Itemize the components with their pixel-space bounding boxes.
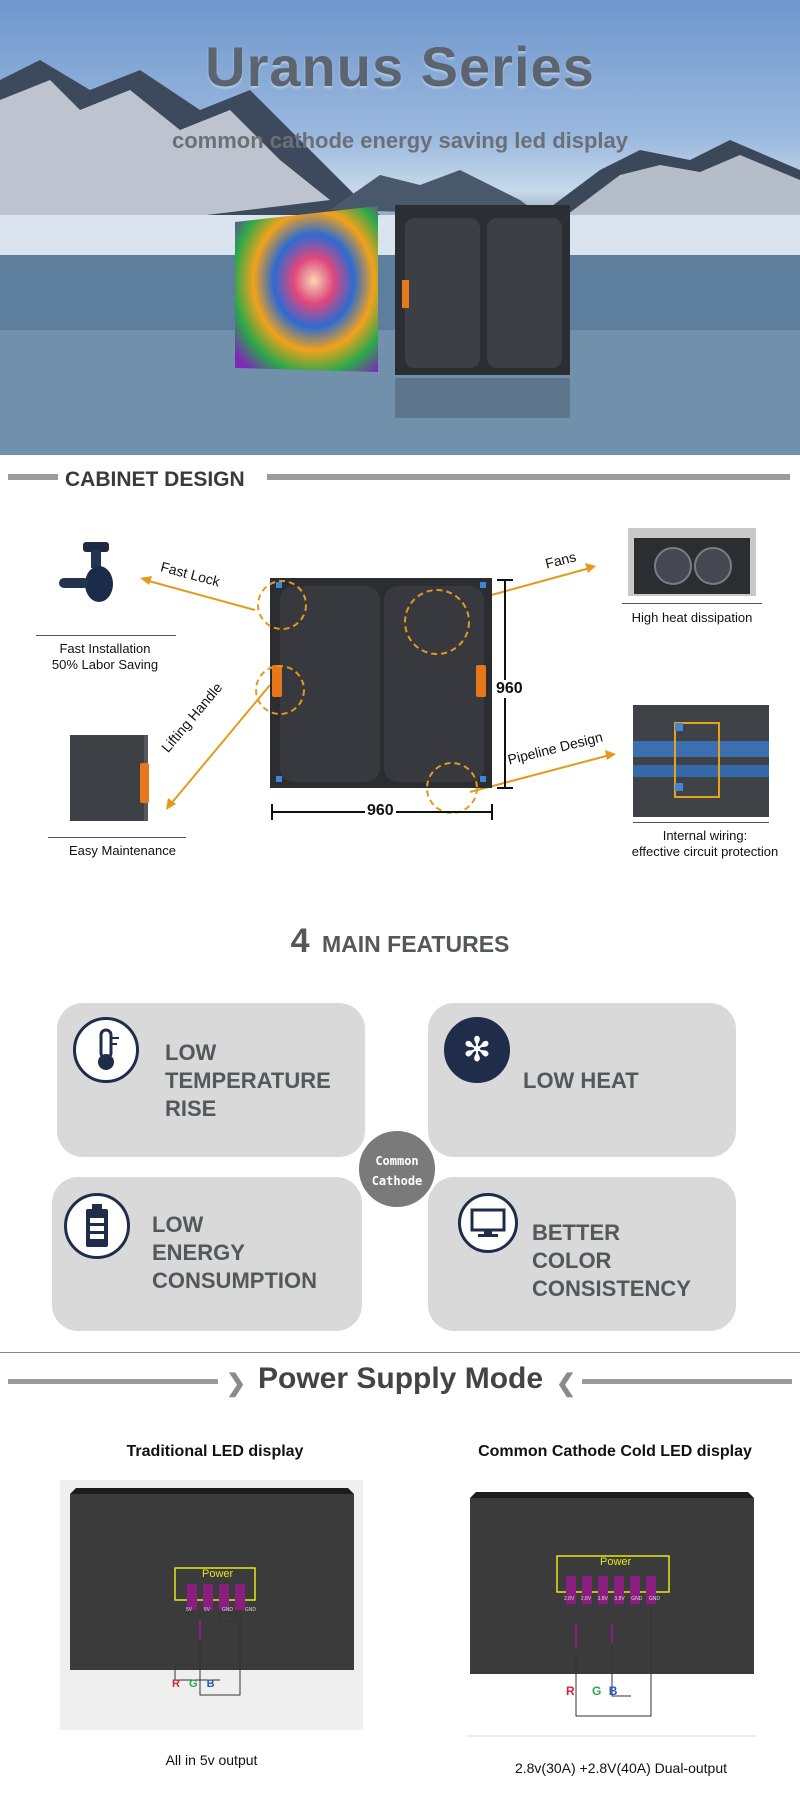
feature-text-low-heat: LOW HEAT <box>523 1068 639 1093</box>
fast-install-caption-1: Fast Installation <box>59 641 151 656</box>
fast-install-underline <box>36 635 176 636</box>
common-cathode-caption: 2.8v(30A) +2.8V(40A) Dual-output <box>514 1760 728 1776</box>
power-box-label: Power <box>600 1556 632 1568</box>
rgb-labels: R G B <box>172 1678 215 1690</box>
pin-label: 5V <box>186 1607 193 1613</box>
features-title: MAIN FEATURES <box>321 931 510 957</box>
feature-line: CONSUMPTION <box>152 1268 317 1293</box>
power-rule-left <box>8 1379 218 1384</box>
section-rule-left <box>8 474 58 480</box>
hero-subtitle: common cathode energy saving led display <box>171 128 629 153</box>
pin-label: 2.8V <box>580 1596 592 1602</box>
features-heading: 4 MAIN FEATURES <box>0 922 800 961</box>
fast-install-caption-2: 50% Labor Saving <box>51 657 159 672</box>
heat-caption: High heat dissipation <box>631 610 753 625</box>
feature-text-low-energy: LOW ENERGY CONSUMPTION <box>152 1211 317 1295</box>
pin-label: 5V <box>203 1607 211 1613</box>
feature-line: COLOR <box>532 1248 612 1273</box>
feature-line: ENERGY <box>152 1240 245 1265</box>
section-divider <box>0 1352 800 1353</box>
feature-card-low-energy: LOW ENERGY CONSUMPTION <box>52 1177 362 1331</box>
traditional-diagram: Power 5V 5V GND GND R G B <box>60 1480 363 1730</box>
pin-labels: 2.8V 2.8V 3.8V 3.8V GND GND <box>564 1596 660 1602</box>
wiring-caption-1: Internal wiring: <box>662 828 748 843</box>
feature-card-color: BETTER COLOR CONSISTENCY <box>428 1177 736 1331</box>
feature-text-low-temp: LOW TEMPERATURE RISE <box>165 1039 331 1123</box>
pin-labels: 5V 5V GND GND <box>186 1607 256 1613</box>
pin-label: GND <box>648 1596 660 1602</box>
common-cathode-wiring <box>466 1492 756 1737</box>
traditional-caption: All in 5v output <box>165 1752 258 1768</box>
rgb-labels: R G B <box>566 1684 617 1698</box>
common-cathode-diagram: Power 2.8V 2.8V 3.8V 3.8V GND GND R G B <box>466 1484 756 1744</box>
wiring-caption-2: effective circuit protection <box>631 844 779 859</box>
hero-title: Uranus Series <box>205 35 595 98</box>
section-rule-right <box>267 474 790 480</box>
dimension-height: 960 <box>494 680 525 698</box>
power-title: Power Supply Mode <box>258 1362 544 1395</box>
pin-label: 3.8V <box>614 1596 625 1602</box>
traditional-heading: Traditional LED display <box>126 1443 304 1460</box>
rgb-g: G <box>189 1678 198 1690</box>
monitor-icon <box>458 1193 518 1253</box>
feature-line: RISE <box>165 1096 217 1121</box>
cabinet-design-title: CABINET DESIGN <box>65 468 245 491</box>
feature-text-color: BETTER COLOR CONSISTENCY <box>532 1219 691 1303</box>
cabinet-diagram <box>140 563 616 820</box>
led-screen-image <box>235 206 378 372</box>
common-cathode-badge: Common Cathode <box>356 1128 438 1210</box>
chevron-left-icon: ❮ <box>556 1370 577 1397</box>
features-count: 4 <box>290 922 310 960</box>
dimension-width: 960 <box>365 802 396 820</box>
hero-banner: Uranus Series common cathode energy savi… <box>0 0 800 455</box>
snowflake-icon: ✻ <box>444 1017 510 1083</box>
chevron-right-icon: ❯ <box>226 1370 247 1397</box>
rgb-g: G <box>592 1684 602 1698</box>
maint-underline <box>48 837 186 838</box>
feature-line: LOW <box>152 1212 204 1237</box>
pin-label: GND <box>221 1607 234 1613</box>
pin-label: 3.8V <box>597 1596 608 1602</box>
feature-card-low-temp: LOW TEMPERATURE RISE <box>57 1003 365 1157</box>
pin-label: GND <box>244 1607 256 1613</box>
rgb-b: B <box>206 1678 215 1690</box>
rgb-r: R <box>566 1684 575 1698</box>
feature-line: TEMPERATURE <box>165 1068 331 1093</box>
wiring-image <box>633 705 769 817</box>
common-cathode-heading: Common Cathode Cold LED display <box>478 1443 752 1460</box>
wiring-underline <box>633 822 769 823</box>
maint-caption: Easy Maintenance <box>69 843 176 858</box>
maintenance-image <box>70 735 149 821</box>
battery-icon <box>64 1193 130 1259</box>
badge-line-2: Cathode <box>371 1174 423 1188</box>
pin-label: GND <box>631 1596 643 1602</box>
power-rule-right <box>582 1379 792 1384</box>
rgb-b: B <box>608 1684 618 1698</box>
feature-line: LOW <box>165 1040 217 1065</box>
fans-image <box>628 528 756 596</box>
rgb-r: R <box>172 1678 180 1690</box>
pin-label: 2.8V <box>564 1596 575 1602</box>
fast-lock-image <box>59 542 113 602</box>
power-box-label: Power <box>202 1568 234 1580</box>
feature-card-low-heat: ✻ LOW HEAT <box>428 1003 736 1157</box>
hero-landscape <box>0 60 800 455</box>
thermometer-icon <box>73 1017 139 1083</box>
feature-line: BETTER <box>532 1220 620 1245</box>
badge-line-1: Common <box>375 1154 419 1168</box>
feature-line: CONSISTENCY <box>532 1276 691 1301</box>
heat-underline <box>622 603 762 604</box>
traditional-wiring <box>70 1488 354 1696</box>
